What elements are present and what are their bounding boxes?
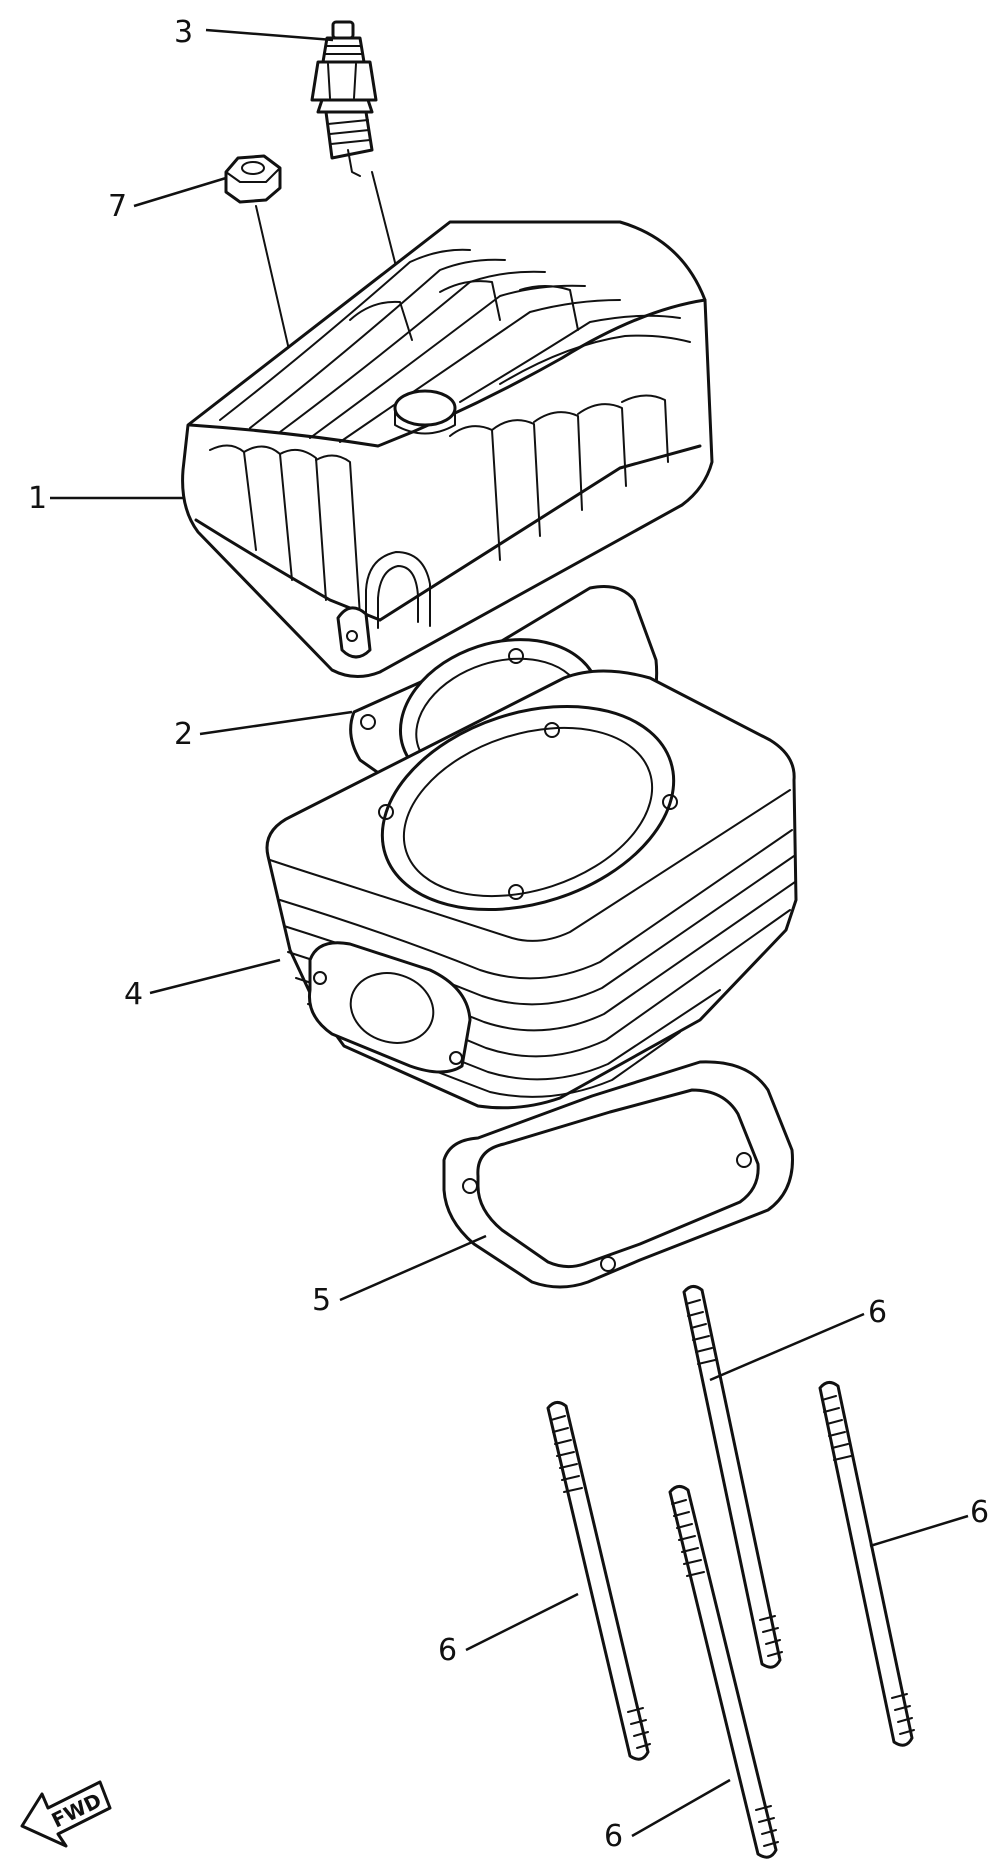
stud-bolt-1	[546, 1401, 651, 1761]
leader-lines	[50, 28, 969, 1838]
stud-bolt-4	[668, 1485, 779, 1859]
callout-1: 1	[28, 481, 47, 516]
cylinder	[265, 669, 798, 1110]
spark-plug	[310, 20, 378, 177]
callout-6-right: 6	[970, 1495, 989, 1530]
base-gasket	[442, 1060, 794, 1289]
forward-direction-arrow: FWD	[20, 1780, 112, 1848]
stud-bolt-3	[818, 1381, 915, 1747]
callout-6-bottom: 6	[604, 1819, 623, 1854]
callout-2: 2	[174, 717, 193, 752]
callout-6-upper: 6	[868, 1295, 887, 1330]
cylinder-nut	[224, 154, 282, 204]
callout-6-left: 6	[438, 1633, 457, 1668]
callout-3: 3	[174, 15, 193, 50]
callout-5: 5	[312, 1283, 331, 1318]
cylinder-head	[181, 220, 714, 678]
callout-7: 7	[108, 189, 127, 224]
callout-4: 4	[124, 977, 143, 1012]
stud-bolt-2	[682, 1285, 783, 1669]
